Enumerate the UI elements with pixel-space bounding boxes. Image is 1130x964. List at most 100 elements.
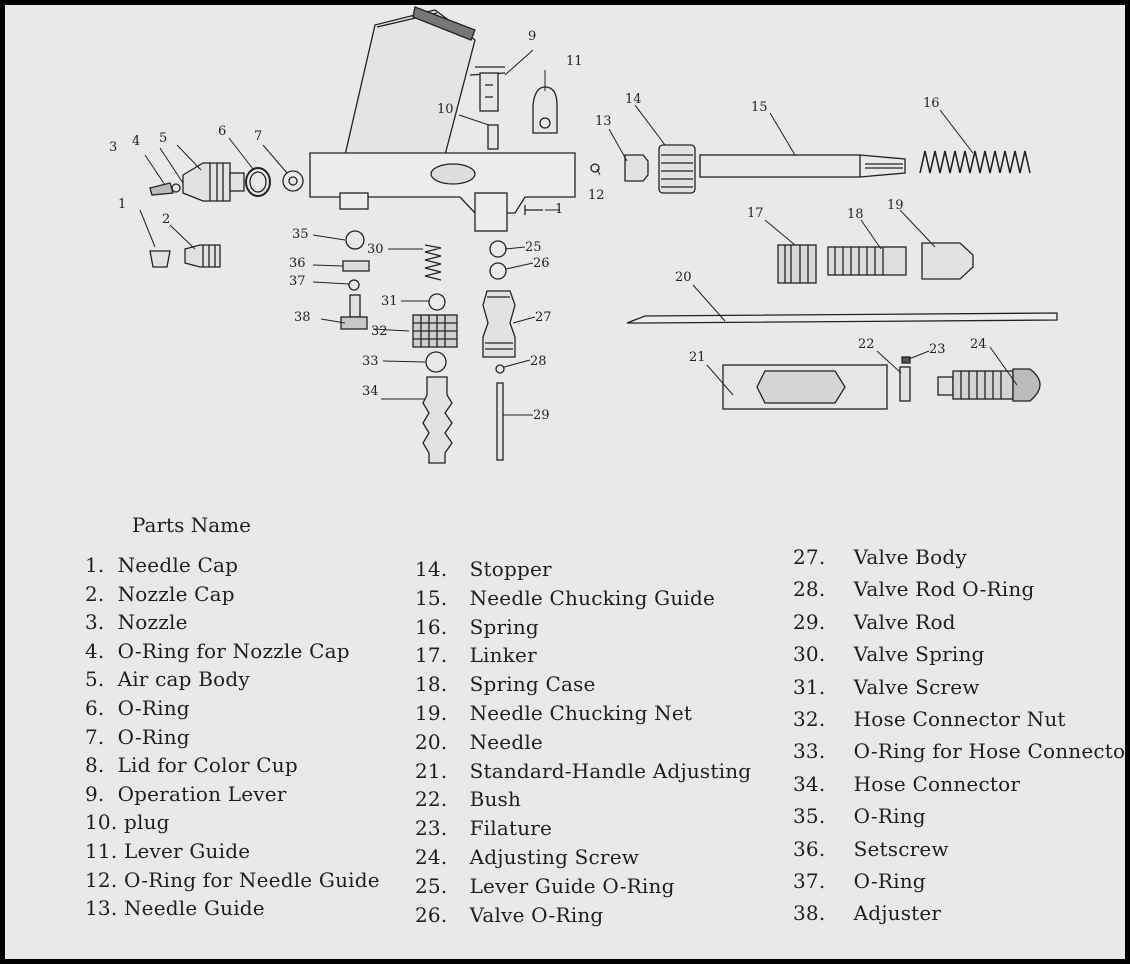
- nozzle-cap-o-ring-part: [171, 183, 181, 193]
- legend-item-name: Valve Spring: [853, 642, 985, 667]
- spring-case-part: [827, 246, 907, 276]
- legend-item-number: 15.: [415, 585, 448, 610]
- legend-item-name: Spring Case: [469, 672, 596, 697]
- legend-item: 7. O-Ring: [85, 725, 190, 749]
- legend-item: 34. Hose Connector: [793, 772, 1020, 796]
- legend-item-number: 32.: [793, 707, 826, 731]
- adjuster-part: [340, 294, 368, 330]
- o-ring-37-part: [348, 279, 360, 291]
- callout-9: 9: [528, 29, 536, 44]
- legend-item: 13. Needle Guide: [85, 896, 265, 920]
- legend-item-number: 9.: [85, 781, 105, 806]
- callout-38: 38: [294, 310, 311, 325]
- legend-item-name: Needle Cap: [117, 553, 239, 577]
- callout-31: 31: [381, 294, 398, 309]
- adjusting-screw-part: [937, 368, 1041, 402]
- legend-item-number: 13.: [85, 896, 118, 921]
- legend-item: 11. Lever Guide: [85, 839, 250, 863]
- parts-sheet: 1 2 3 4 5 6 7 9 10 11 12 13 14 15 16 17 …: [5, 5, 1125, 959]
- color-cup-part: [344, 6, 476, 156]
- legend-item: 3. Nozzle: [85, 610, 188, 634]
- callout-20: 20: [675, 270, 692, 285]
- legend-item-number: 29.: [793, 609, 826, 634]
- legend-item-number: 35.: [793, 804, 826, 829]
- legend-item: 38. Adjuster: [793, 901, 941, 925]
- legend-item: 32. Hose Connector Nut: [793, 707, 1066, 731]
- legend-item-name: O-Ring: [853, 804, 926, 829]
- hose-connector-nut-part: [412, 314, 458, 348]
- needle-cap-part: [149, 250, 171, 268]
- legend-item-name: Hose Connector Nut: [853, 707, 1066, 731]
- legend-item: 5. Air cap Body: [85, 667, 250, 691]
- needle-guide-o-ring-part: [590, 163, 600, 173]
- legend-item-number: 19.: [415, 701, 448, 725]
- legend-item: 16. Spring: [415, 615, 539, 639]
- callout-14: 14: [625, 92, 642, 107]
- legend-item: 23. Filature: [415, 816, 552, 840]
- legend-title: Parts Name: [132, 513, 251, 537]
- callout-21: 21: [689, 350, 706, 365]
- legend-item-name: O-Ring for Nozzle Cap: [117, 638, 350, 663]
- handle-part: [722, 364, 888, 410]
- callout-4: 4: [132, 134, 140, 149]
- legend-item-number: 7.: [85, 724, 105, 749]
- legend-item-number: 10.: [85, 810, 118, 835]
- legend-item-number: 17.: [415, 643, 448, 668]
- legend-item-name: Standard-Handle Adjusting: [469, 758, 752, 783]
- callout-17: 17: [747, 206, 764, 221]
- legend-item-number: 31.: [793, 674, 826, 699]
- legend-item: 24. Adjusting Screw: [415, 845, 639, 869]
- legend-item-name: Needle Chucking Guide: [469, 585, 716, 610]
- legend-item-number: 11.: [85, 839, 118, 863]
- callout-10: 10: [437, 102, 454, 117]
- callout-27: 27: [535, 310, 552, 325]
- nozzle-cap-part: [184, 244, 221, 268]
- legend-item: 33. O-Ring for Hose Connector: [793, 739, 1125, 763]
- legend-item-name: Valve Screw: [853, 674, 980, 699]
- valve-o-ring-part: [489, 262, 507, 280]
- legend-item-name: Lever Guide O-Ring: [469, 873, 675, 898]
- legend-item-name: Valve Rod: [853, 609, 956, 634]
- needle-chucking-guide-part: [699, 154, 906, 178]
- legend-item-name: Spring: [469, 614, 539, 639]
- legend-item: 4. O-Ring for Nozzle Cap: [85, 639, 350, 663]
- o-ring-35-part: [345, 230, 365, 250]
- callout-7: 7: [254, 129, 262, 144]
- legend-item-name: O-Ring: [117, 696, 190, 720]
- legend-item-name: Bush: [469, 787, 522, 812]
- legend-item-number: 25.: [415, 873, 448, 898]
- legend-item-name: O-Ring: [117, 724, 190, 749]
- legend-item-number: 22.: [415, 787, 448, 812]
- legend-item-number: 12.: [85, 867, 118, 892]
- stopper-part: [658, 144, 696, 194]
- legend-item-number: 36.: [793, 836, 826, 861]
- operation-lever-part: [469, 66, 506, 112]
- legend-item-name: Linker: [469, 643, 537, 668]
- legend-item-name: O-Ring: [853, 869, 926, 893]
- legend-item-name: Needle Chucking Net: [469, 701, 693, 725]
- legend-item-number: 5.: [85, 667, 105, 692]
- legend-item-number: 37.: [793, 869, 826, 893]
- callout-1-body-screw: 1: [555, 202, 563, 217]
- legend-item: 17. Linker: [415, 643, 537, 667]
- legend-item-number: 27.: [793, 545, 826, 569]
- legend-item-name: Needle Guide: [123, 896, 265, 921]
- legend-item: 22. Bush: [415, 787, 521, 811]
- callout-19: 19: [887, 198, 904, 213]
- air-cap-body-part: [182, 162, 245, 202]
- legend-item-number: 18.: [415, 672, 448, 697]
- callout-1: 1: [118, 197, 126, 212]
- legend-item-name: Valve Rod O-Ring: [853, 577, 1035, 602]
- legend-item-name: Lever Guide: [123, 839, 251, 863]
- legend-item-number: 2.: [85, 581, 105, 606]
- callout-28: 28: [530, 354, 547, 369]
- needle-guide-part: [624, 154, 649, 182]
- legend-item: 10. plug: [85, 810, 170, 834]
- legend-item: 28. Valve Rod O-Ring: [793, 577, 1034, 601]
- legend-item: 14. Stopper: [415, 557, 552, 581]
- callout-6: 6: [218, 124, 226, 139]
- bush-part: [899, 366, 911, 402]
- callout-32: 32: [371, 324, 388, 339]
- callout-5: 5: [159, 131, 167, 146]
- legend-item-name: Valve Body: [853, 545, 967, 569]
